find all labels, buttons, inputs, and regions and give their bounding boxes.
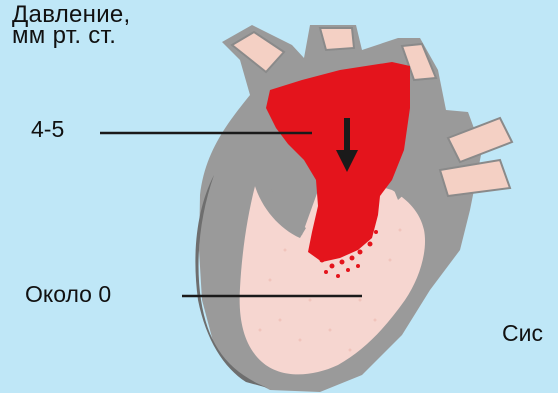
ventricle-pressure-label: Около 0 (25, 281, 111, 308)
vessel-middle-top (320, 28, 354, 50)
title-line-2: мм рт. ст. (12, 25, 131, 46)
atrium-pressure-label: 4-5 (31, 116, 64, 143)
pressure-axis-title: Давление, мм рт. ст. (12, 4, 131, 46)
truncated-label: Сис (502, 320, 543, 347)
